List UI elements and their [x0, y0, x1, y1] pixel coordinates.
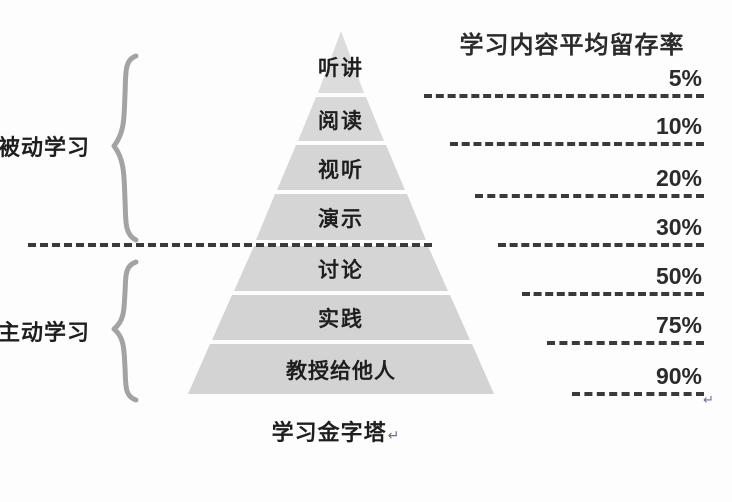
retention-value-4: 30% [655, 214, 702, 240]
retention-value-3: 20% [655, 165, 702, 191]
diagram-caption-text: 学习金字塔 [271, 420, 387, 445]
brace-passive [104, 52, 144, 249]
pyramid-level-label-7: 教授给他人 [286, 360, 396, 383]
retention-column-title: 学习内容平均留存率 [459, 32, 685, 59]
retention-value-2: 10% [655, 113, 702, 139]
pyramid-level-label-2: 阅读 [318, 110, 364, 133]
retention-line-4 [498, 243, 704, 247]
retention-value-7: 90% [655, 363, 702, 389]
retention-line-6 [547, 341, 704, 345]
group-label-passive: 被动学习 [0, 135, 91, 160]
retention-value-5: 50% [655, 263, 702, 289]
pyramid-level-label-5: 讨论 [318, 259, 364, 282]
pyramid-level-label-3: 视听 [318, 159, 364, 182]
retention-line-7 [572, 392, 704, 396]
group-label-active: 主动学习 [0, 320, 91, 345]
paragraph-mark-right: ↵ [703, 392, 714, 407]
pyramid-level-label-4: 演示 [318, 208, 364, 231]
retention-line-2 [450, 142, 704, 146]
brace-active [104, 258, 144, 409]
retention-line-5 [522, 292, 704, 296]
retention-line-3 [475, 194, 704, 198]
pyramid-level-label-1: 听讲 [318, 57, 364, 80]
retention-value-1: 5% [668, 65, 702, 91]
retention-line-1 [424, 94, 704, 98]
diagram-caption: 学习金字塔↵ [236, 415, 436, 447]
retention-value-6: 75% [655, 312, 702, 338]
paragraph-mark-caption: ↵ [387, 427, 401, 443]
pyramid-level-label-6: 实践 [318, 308, 364, 331]
passive-active-divider [28, 243, 432, 247]
